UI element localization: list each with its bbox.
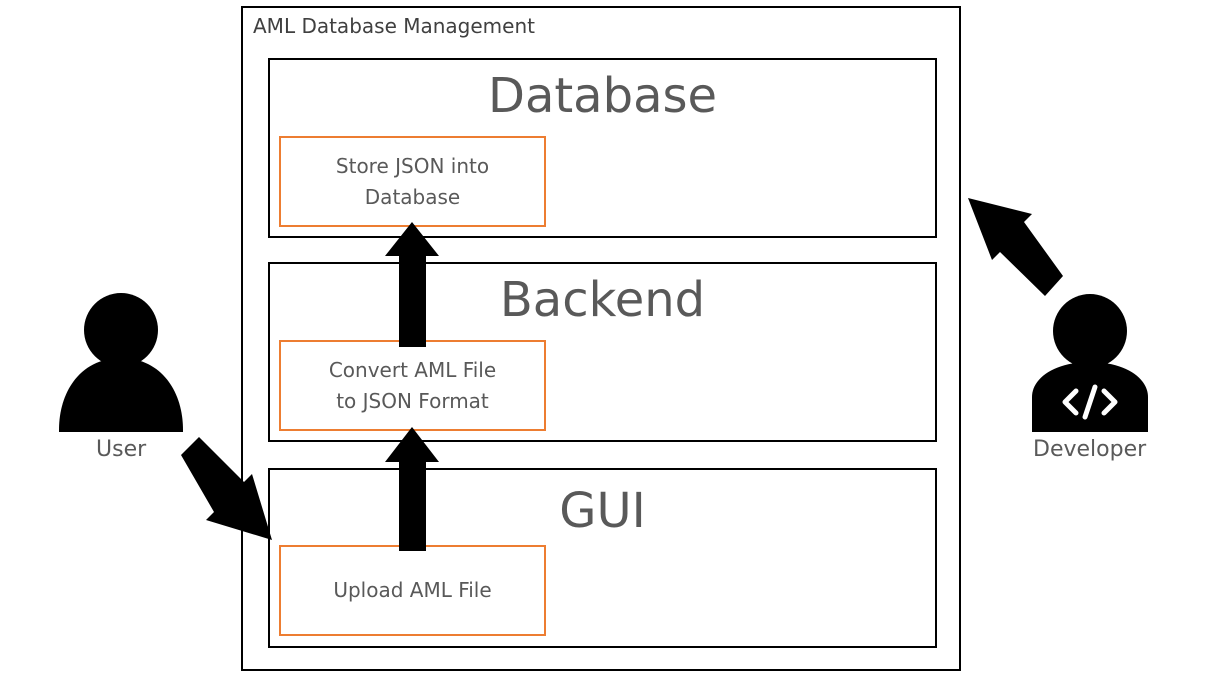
person-icon [59,293,183,432]
upload-aml-step-label: Upload AML File [333,578,492,602]
user-label: User [96,437,147,462]
system-title: AML Database Management [253,14,535,38]
gui-layer [268,468,937,648]
developer-icon [1032,294,1148,432]
convert-aml-step-label: Convert AML File to JSON Format [328,357,497,413]
developer-to-database-arrow [968,198,1063,296]
system-boundary [241,6,961,671]
backend-layer-title: Backend [499,272,706,328]
backend-layer [268,262,937,442]
store-json-step-label: Store JSON into Database [335,153,490,209]
convert-aml-step: Convert AML File to JSON Format [279,340,546,431]
gui-layer-title: GUI [559,483,646,539]
database-layer [268,58,937,238]
upload-aml-step: Upload AML File [279,545,546,636]
developer-label: Developer [1033,437,1147,462]
store-json-step: Store JSON into Database [279,136,546,227]
database-layer-title: Database [487,68,718,124]
